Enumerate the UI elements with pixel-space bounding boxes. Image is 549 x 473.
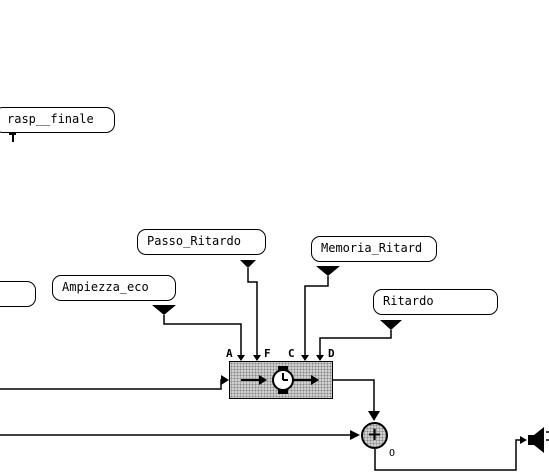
sum-left-arrow	[350, 430, 360, 440]
tag-memoria-ritardo-label: Memoria_Ritard	[321, 241, 423, 255]
wire-signal-to-delay	[0, 379, 222, 390]
tag-rasp-finale[interactable]: rasp__finale	[0, 107, 115, 133]
tag-ritardo-label: Ritardo	[383, 294, 434, 308]
tag-output-triangle-memoria	[316, 266, 340, 276]
port-label-c: C	[288, 347, 295, 360]
tag-ampiezza-eco-label: Ampiezza_eco	[62, 280, 149, 294]
wire-passo-to-f	[247, 268, 258, 356]
delay-input-arrow	[221, 375, 229, 385]
sum-block[interactable]: +	[361, 422, 388, 449]
tag-output-triangle-ritardo	[380, 320, 402, 330]
tag-ritardo[interactable]: Ritardo	[373, 289, 498, 315]
tag-passo-ritardo[interactable]: Passo_Ritardo	[137, 229, 266, 255]
wire-delay-to-sum	[333, 379, 375, 412]
tag-output-triangle-passo	[240, 260, 256, 268]
port-label-d: D	[328, 347, 335, 360]
sum-symbol: +	[366, 424, 383, 445]
tag-passo-ritardo-label: Passo_Ritardo	[147, 234, 241, 248]
delay-block[interactable]	[229, 361, 333, 399]
port-label-f: F	[264, 347, 271, 360]
wire-memoria-to-c	[304, 276, 329, 356]
tag-ampiezza-eco[interactable]: Ampiezza_eco	[52, 275, 176, 301]
wire-sum-to-speaker	[374, 439, 524, 471]
sum-top-arrow	[368, 411, 380, 421]
tag-output-triangle-ampiezza	[152, 305, 176, 315]
speaker-input-arrow	[520, 436, 527, 444]
tag-memoria-ritardo[interactable]: Memoria_Ritard	[311, 236, 437, 262]
tag-rasp-finale-label: rasp__finale	[7, 112, 94, 126]
port-label-a: A	[226, 347, 233, 360]
sum-output-label: O	[389, 448, 396, 459]
tag-partial-left[interactable]	[0, 281, 36, 307]
speaker-icon	[528, 427, 549, 453]
